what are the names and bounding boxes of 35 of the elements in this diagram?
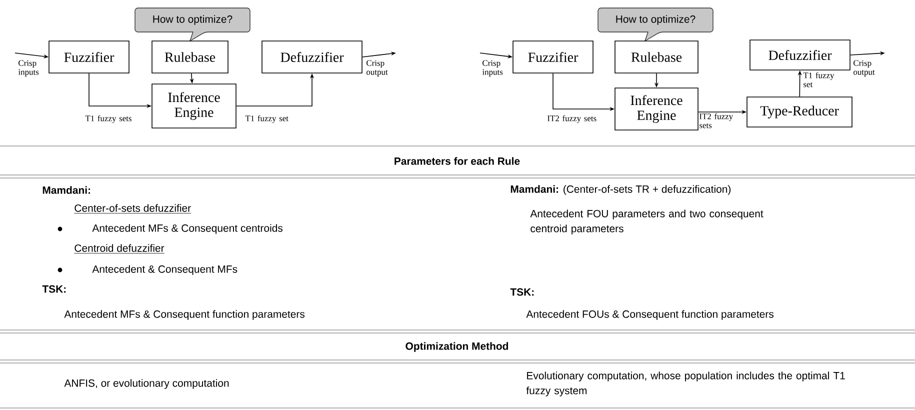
block-box: Inference Engine (614, 88, 698, 130)
block-box: Defuzzifier (750, 40, 850, 70)
block-box: Defuzzifier (262, 40, 362, 74)
speech-bubble: How to optimize? (598, 8, 714, 42)
block-box: Rulebase (152, 40, 228, 74)
table-text: ANFIS, or evolutionary computation (64, 379, 229, 389)
model-heading: Mamdani: (42, 186, 90, 194)
block-box: Fuzzifier (512, 40, 594, 74)
edge-label: Crisp inputs (18, 60, 39, 77)
edge-label: Crisp inputs (482, 60, 503, 77)
section-heading: Optimization Method (406, 342, 508, 352)
edge-label: IT2 fuzzy sets (548, 115, 596, 123)
table-text: Evolutionary computation, whose population includes the optimal T1 fuzzy system (526, 372, 845, 396)
block-box: Inference Engine (152, 84, 236, 128)
table-text: Mamdani: (Center-of-sets TR + defuzzification) (510, 185, 731, 195)
block-box: Fuzzifier (48, 40, 130, 74)
edge-label: Crisp output (854, 60, 875, 77)
table-text: Antecedent MFs & Consequent function parameters (64, 310, 305, 320)
bullet-text: Antecedent & Consequent MFs (92, 265, 238, 275)
edge-label: Crisp output (366, 60, 388, 77)
speech-bubble: How to optimize? (134, 8, 250, 42)
edge-label: IT2 fuzzy sets (700, 113, 734, 128)
subheading: Center-of-sets defuzzifier (74, 204, 192, 214)
edge-label: T1 fuzzy sets (85, 115, 132, 123)
block-box: Rulebase (614, 40, 698, 74)
edge-label: T1 fuzzy set (245, 115, 288, 123)
table-text: Antecedent FOUs & Consequent function parameters (526, 310, 774, 320)
section-heading: Parameters for each Rule (394, 157, 520, 165)
model-heading: TSK: (510, 288, 534, 296)
bullet-text: Antecedent MFs & Consequent centroids (92, 224, 283, 234)
subheading: Centroid defuzzifier (74, 244, 165, 254)
model-heading: TSK: (42, 285, 66, 293)
block-box: Type-Reducer (746, 96, 852, 128)
table-text: Antecedent FOU parameters and two consequent centroid parameters (530, 210, 764, 234)
edge-label: T1 fuzzy set (803, 72, 834, 88)
